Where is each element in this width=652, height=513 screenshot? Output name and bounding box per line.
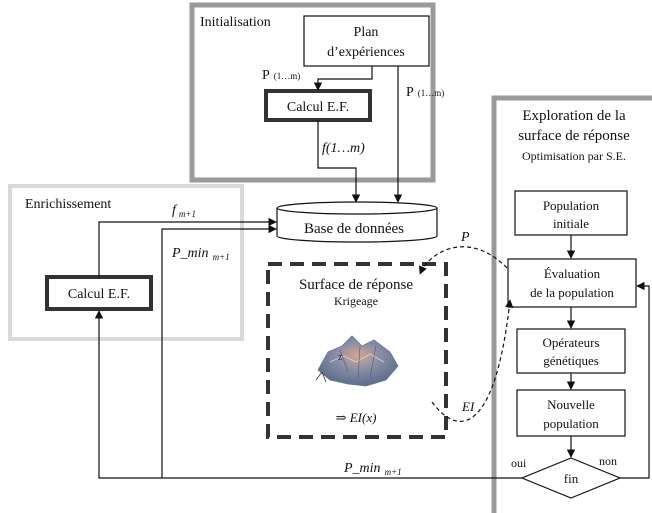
- arrow-oui-loop: [94, 310, 522, 479]
- surface-reponse-frame: [266, 262, 448, 439]
- enrichissement-title: Enrichissement: [25, 197, 111, 212]
- dashed-arrow-p: [419, 246, 508, 275]
- plan-experiences-label-2: d’expériences: [327, 45, 405, 60]
- initialisation-title: Initialisation: [200, 15, 271, 30]
- nouvelle-population-box: [516, 389, 626, 437]
- population-initiale-label-2: initiale: [553, 216, 589, 231]
- surface-formula: ⇒ EI(x): [336, 410, 377, 425]
- nouvelle-population-label-1: Nouvelle: [547, 397, 595, 412]
- arrow-pmin-to-database: [161, 224, 277, 478]
- label-p-left: P(1…m): [262, 68, 300, 83]
- exploration-title-2: surface de réponse: [518, 128, 630, 144]
- plan-experiences-box: [303, 15, 430, 67]
- surface-reponse-subtitle: Krigeage: [334, 294, 378, 308]
- arrow-calcul-to-database: [317, 120, 361, 203]
- database-label: Base de données: [304, 221, 404, 237]
- exploration-frame: [491, 95, 652, 513]
- dashed-arrow-ei: [431, 299, 514, 422]
- calcul-ef-enrich-label: Calcul E.F.: [68, 287, 130, 302]
- enrichissement-frame: [8, 184, 244, 341]
- evaluation-label-1: Évaluation: [544, 266, 601, 281]
- kriging-surface-image: Z: [315, 335, 399, 387]
- database-cylinder: [276, 201, 438, 243]
- plan-experiences-label-1: Plan: [354, 25, 379, 40]
- label-non: non: [599, 454, 617, 468]
- initialisation-frame: [189, 2, 436, 183]
- evaluation-label-2: de la population: [530, 285, 614, 300]
- label-f-init: f(1…m): [322, 141, 365, 156]
- population-initiale-box: [514, 190, 628, 236]
- arrow-non-loop: [620, 281, 650, 479]
- label-oui: oui: [511, 456, 527, 470]
- surface-reponse-title: Surface de réponse: [299, 277, 413, 293]
- fin-label: fin: [564, 471, 579, 486]
- label-p-dashed: P: [460, 230, 470, 245]
- operateurs-label-1: Opérateurs: [542, 335, 599, 350]
- exploration-title-3: Optimisation par S.E.: [522, 149, 626, 163]
- operateurs-label-2: génétiques: [543, 353, 599, 368]
- fin-decision-diamond: [520, 457, 622, 499]
- exploration-title-1: Exploration de la: [522, 108, 626, 124]
- label-p-right: P(1…m): [406, 85, 444, 100]
- calcul-ef-init-label: Calcul E.F.: [287, 100, 349, 115]
- nouvelle-population-label-2: population: [543, 416, 599, 431]
- evaluation-box: [507, 258, 637, 308]
- arrow-enrich-to-database: [98, 217, 277, 277]
- svg-text:Z: Z: [338, 354, 342, 362]
- arrow-plan-to-calcul: [313, 66, 373, 91]
- population-initiale-label-1: Population: [543, 198, 600, 213]
- label-ei-dashed: EI: [461, 399, 475, 414]
